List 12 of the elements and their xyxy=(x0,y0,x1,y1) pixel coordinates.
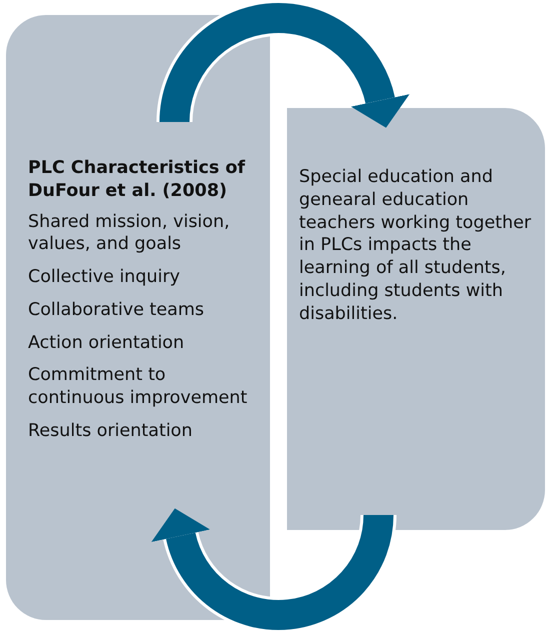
list-item: Shared mission, vision, values, and goals xyxy=(28,210,231,256)
text-panel xyxy=(6,15,270,620)
panel-text: Special education and genearal education teachers working together in PLCs impacts the learning of all students, including students with disabilities. xyxy=(299,166,532,326)
text-panel xyxy=(287,108,545,530)
list-item: Collective inquiry xyxy=(28,266,182,289)
list-item: Action orientation xyxy=(28,332,186,354)
list-item: Collaborative teams xyxy=(28,298,206,322)
list-item: Commitment to continuous improvement xyxy=(28,364,248,410)
panel-heading: PLC Characteristics of DuFour et al. (2008) xyxy=(28,157,246,202)
curved-arrow xyxy=(160,3,410,128)
list-item: Results orientation xyxy=(28,420,194,442)
curved-arrow xyxy=(152,508,394,630)
